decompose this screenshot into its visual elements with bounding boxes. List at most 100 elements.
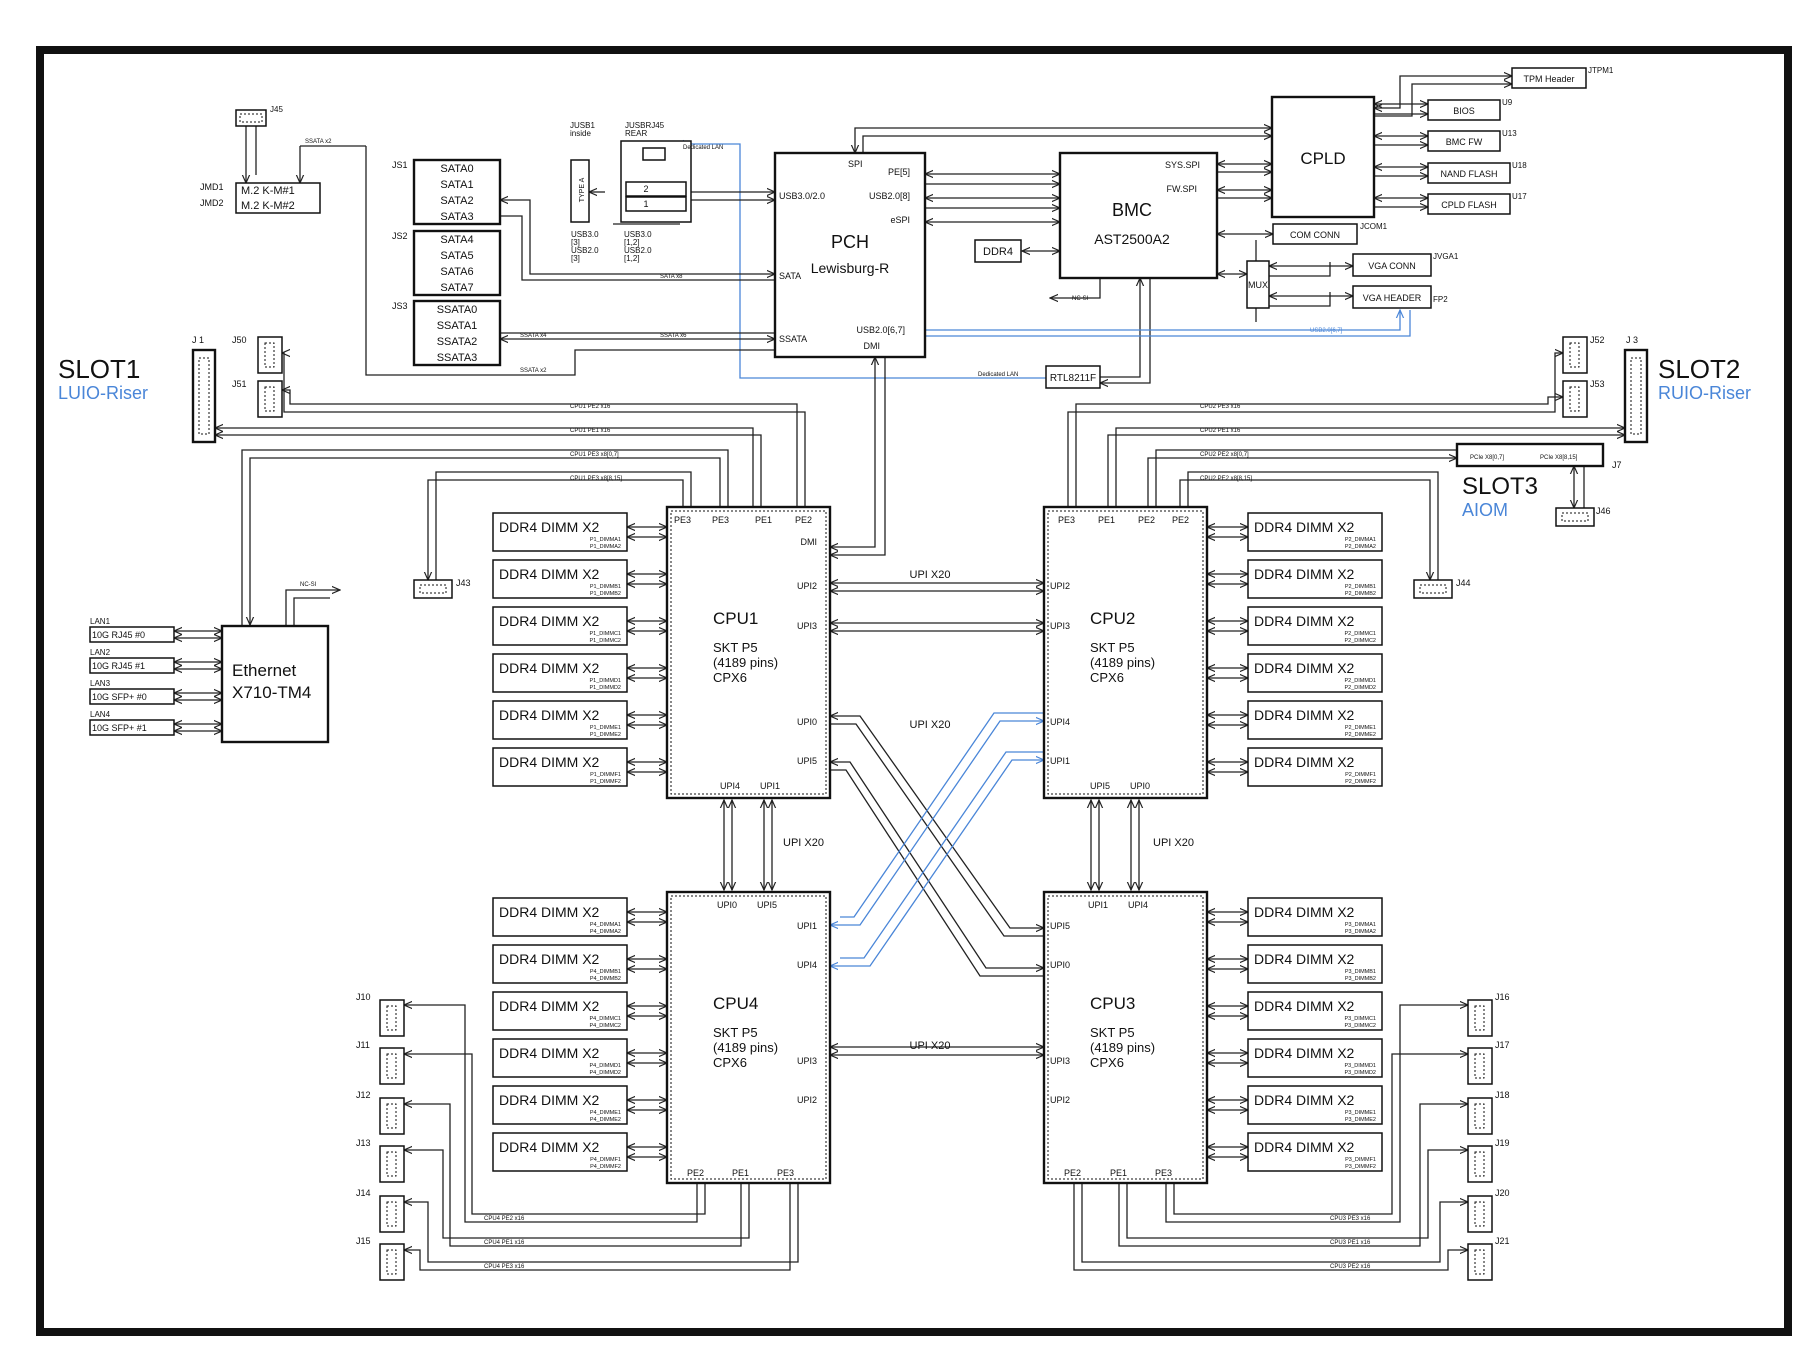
pch-port-usb2-8: USB2.0[8] <box>869 191 910 201</box>
header-j20-ref: J20 <box>1495 1188 1510 1198</box>
dedicated-lan-label: Dedicated LAN <box>978 372 1018 378</box>
cpu3-model: CPX6 <box>1090 1055 1124 1070</box>
cpu3-pins: (4189 pins) <box>1090 1040 1155 1055</box>
cpu4-pins: (4189 pins) <box>713 1040 778 1055</box>
header-j19-ref: J19 <box>1495 1138 1510 1148</box>
p2-dimm-a2: P2_DIMMA2 <box>1345 544 1376 550</box>
cpu1-chip-inner <box>670 510 827 795</box>
upi-blue-1b <box>840 712 1044 918</box>
pch-port-usb2-67: USB2.0[6,7] <box>856 325 905 335</box>
header-j15 <box>379 1243 405 1281</box>
device-label-2: BMC FW <box>1446 137 1483 147</box>
header-j50-ref: J50 <box>232 335 247 345</box>
device-vga-conn <box>1352 253 1432 277</box>
p3-dimm-b2: P3_DIMMB2 <box>1345 976 1376 982</box>
usb-note-left-0: USB3.0 <box>571 230 599 239</box>
p3-dimm-b <box>1247 944 1383 984</box>
cpu1-pe3b-bus-b <box>435 471 692 580</box>
cpu1-pins: (4189 pins) <box>713 655 778 670</box>
eth-lan-1: LAN2 <box>90 648 111 657</box>
p4-dimm-a <box>492 897 628 937</box>
cpu1-upi-r-3: UPI5 <box>797 756 817 766</box>
p3-dimm-e-label: DDR4 DIMM X2 <box>1254 1092 1355 1108</box>
device-nand-flash <box>1427 162 1511 184</box>
cpu1-pe3b-bus <box>428 479 684 580</box>
cpu4-pe-2: PE3 <box>777 1168 794 1178</box>
cpu3-pe1-bus-b <box>1126 1150 1468 1239</box>
cpu4-pe3-bus <box>404 1183 791 1271</box>
sata-ref-js1: JS1 <box>392 160 408 170</box>
usb-port-1-label: 1 <box>643 199 648 209</box>
p4-dimm-f-label: DDR4 DIMM X2 <box>499 1139 600 1155</box>
pch-subtitle: Lewisburg-R <box>811 260 890 276</box>
slot3-pcie-b: PCIe X8[8,15] <box>1540 455 1578 461</box>
usb-port-1 <box>625 196 687 212</box>
header-j13 <box>379 1145 405 1183</box>
slot1-connector-pins <box>198 357 210 435</box>
device-vga-header <box>1352 285 1432 309</box>
device-ref-1: U9 <box>1502 98 1513 107</box>
device-ref-0: JTPM1 <box>1588 66 1614 75</box>
cpu3-pe3-bus-b <box>1173 1054 1468 1215</box>
pch-dmi-a <box>830 357 875 547</box>
header-j21-pins <box>1474 1249 1485 1275</box>
cpu2-chip-inner <box>1047 510 1204 795</box>
p4-dimm-d1: P4_DIMMD1 <box>590 1063 621 1069</box>
p4-dimm-f1: P4_DIMMF1 <box>590 1157 621 1163</box>
header-j43-pins <box>419 584 447 594</box>
p3-dimm-a1: P3_DIMMA1 <box>1345 922 1376 928</box>
p2-dimm-c <box>1247 606 1383 646</box>
p4-dimm-d <box>492 1038 628 1078</box>
header-j16 <box>1467 999 1493 1037</box>
ssata-x6-label: SSATA x6 <box>660 333 687 339</box>
header-j46-pins <box>1561 512 1589 522</box>
header-j13-ref: J13 <box>356 1138 371 1148</box>
p1-dimm-b-label: DDR4 DIMM X2 <box>499 566 600 582</box>
sata-x8-label: SATA x8 <box>660 274 683 280</box>
p1-dimm-b1: P1_DIMMB1 <box>590 584 621 590</box>
jusbrj45-note: REAR <box>625 129 647 138</box>
usb-note-right-1: [1,2] <box>624 238 640 247</box>
cpu4-pe2-label: CPU4 PE2 x16 <box>484 1216 525 1222</box>
cpu4-pe1-bus-b <box>404 1150 750 1239</box>
cpu1-pe-0: PE3 <box>674 515 691 525</box>
cpu2-upi-b-1: UPI0 <box>1130 781 1150 791</box>
p3-dimm-f2: P3_DIMMF2 <box>1345 1164 1376 1170</box>
bmc-subtitle: AST2500A2 <box>1094 231 1170 247</box>
cpu4-pe1-label: CPU4 PE1 x16 <box>484 1240 525 1246</box>
p4-dimm-d2: P4_DIMMD2 <box>590 1070 621 1076</box>
eth-port-1 <box>89 657 175 674</box>
device-com-label: COM CONN <box>1290 230 1340 240</box>
p3-dimm-c2: P3_DIMMC2 <box>1345 1023 1376 1029</box>
p2-dimm-d2: P2_DIMMD2 <box>1345 685 1376 691</box>
cpu3-pe1-label: CPU3 PE1 x16 <box>1330 1240 1371 1246</box>
header-j11-pins <box>386 1053 397 1079</box>
p4-dimm-e-label: DDR4 DIMM X2 <box>499 1092 600 1108</box>
usb-port-2-label: 2 <box>643 184 648 194</box>
device-cpld-flash <box>1427 193 1511 215</box>
p4-dimm-b1: P4_DIMMB1 <box>590 969 621 975</box>
header-j14-ref: J14 <box>356 1188 371 1198</box>
cpu2-pe-0: PE3 <box>1058 515 1075 525</box>
dedicated-lan-label-top: Dedicated LAN <box>683 145 723 151</box>
eth-ncsi <box>285 590 340 626</box>
p2-dimm-f1: P2_DIMMF1 <box>1345 772 1376 778</box>
header-j20 <box>1467 1195 1493 1233</box>
rtl-label: RTL8211F <box>1050 373 1096 384</box>
cpu2-pe2a-label: CPU2 PE2 x8[0,7] <box>1200 452 1249 458</box>
pch-port-pe5: PE[5] <box>888 167 910 177</box>
sata-port-sata1: SATA1 <box>440 179 473 191</box>
sata-group-js2 <box>412 229 502 297</box>
header-j21 <box>1467 1243 1493 1281</box>
slot2-connector-ref: J 3 <box>1626 335 1638 345</box>
m2-box <box>235 182 321 214</box>
cpu2-pe2b-bus-b <box>1187 471 1439 580</box>
header-j14 <box>379 1195 405 1233</box>
cpu4-pe3-label: CPU4 PE3 x16 <box>484 1264 525 1270</box>
sata-port-ssata3: SSATA3 <box>437 352 478 364</box>
p3-dimm-d-label: DDR4 DIMM X2 <box>1254 1045 1355 1061</box>
p3-dimm-e1: P3_DIMME1 <box>1345 1110 1376 1116</box>
cpu1-upi-b-0: UPI4 <box>720 781 740 791</box>
upi-cross-1a <box>830 716 1044 928</box>
p1-dimm-d-label: DDR4 DIMM X2 <box>499 660 600 676</box>
